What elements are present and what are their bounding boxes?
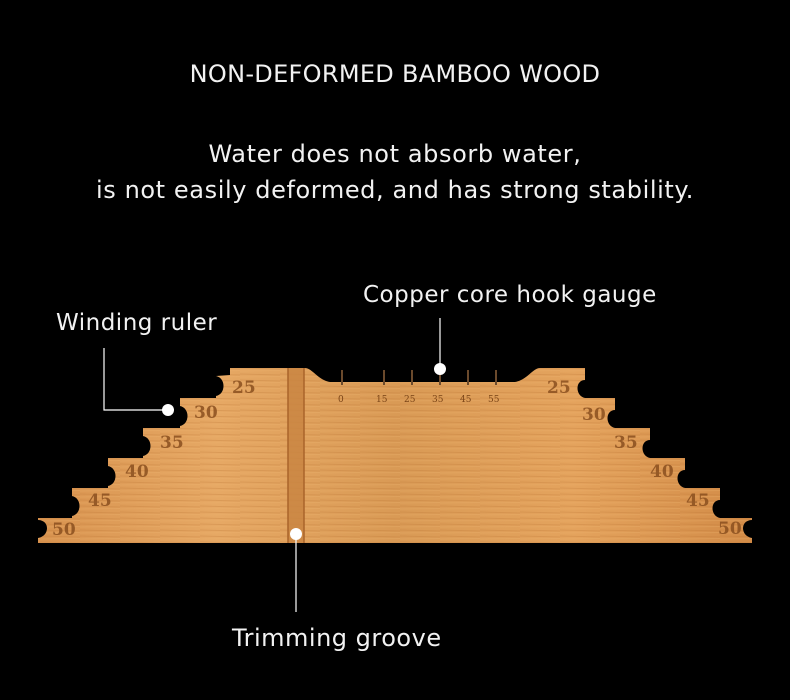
left-mark-40: 40	[125, 462, 149, 482]
gauge-mark-0: 0	[338, 395, 344, 405]
description-line-2: is not easily deformed, and has strong s…	[95, 176, 695, 204]
callout-dot-trimming-groove	[290, 528, 302, 540]
description-line-1: Water does not absorb water,	[208, 140, 582, 168]
left-mark-50: 50	[52, 520, 76, 540]
left-mark-45: 45	[88, 491, 112, 511]
label-trimming-groove: Trimming groove	[232, 624, 442, 652]
left-mark-30: 30	[194, 403, 218, 423]
label-copper-core-hook-gauge: Copper core hook gauge	[363, 282, 657, 308]
right-mark-40: 40	[650, 462, 674, 482]
left-mark-35: 35	[160, 433, 184, 453]
copper-hook-pins	[341, 370, 497, 385]
right-mark-30: 30	[582, 405, 606, 425]
label-winding-ruler: Winding ruler	[56, 310, 218, 336]
right-mark-25: 25	[547, 378, 571, 398]
headline: NON-DEFORMED BAMBOO WOOD	[189, 60, 601, 88]
gauge-mark-15: 15	[376, 395, 388, 405]
callout-dot-winding	[162, 404, 174, 416]
callout-dot-hook-gauge	[434, 363, 446, 375]
gauge-mark-35: 35	[432, 395, 444, 405]
right-mark-45: 45	[686, 491, 710, 511]
right-mark-50: 50	[718, 519, 742, 539]
gauge-mark-55: 55	[488, 395, 500, 405]
gauge-mark-25: 25	[404, 395, 416, 405]
left-mark-25: 25	[232, 378, 256, 398]
trimming-groove	[288, 368, 304, 543]
right-mark-35: 35	[614, 433, 638, 453]
callout-winding-ruler	[103, 348, 166, 411]
gauge-mark-45: 45	[460, 395, 472, 405]
